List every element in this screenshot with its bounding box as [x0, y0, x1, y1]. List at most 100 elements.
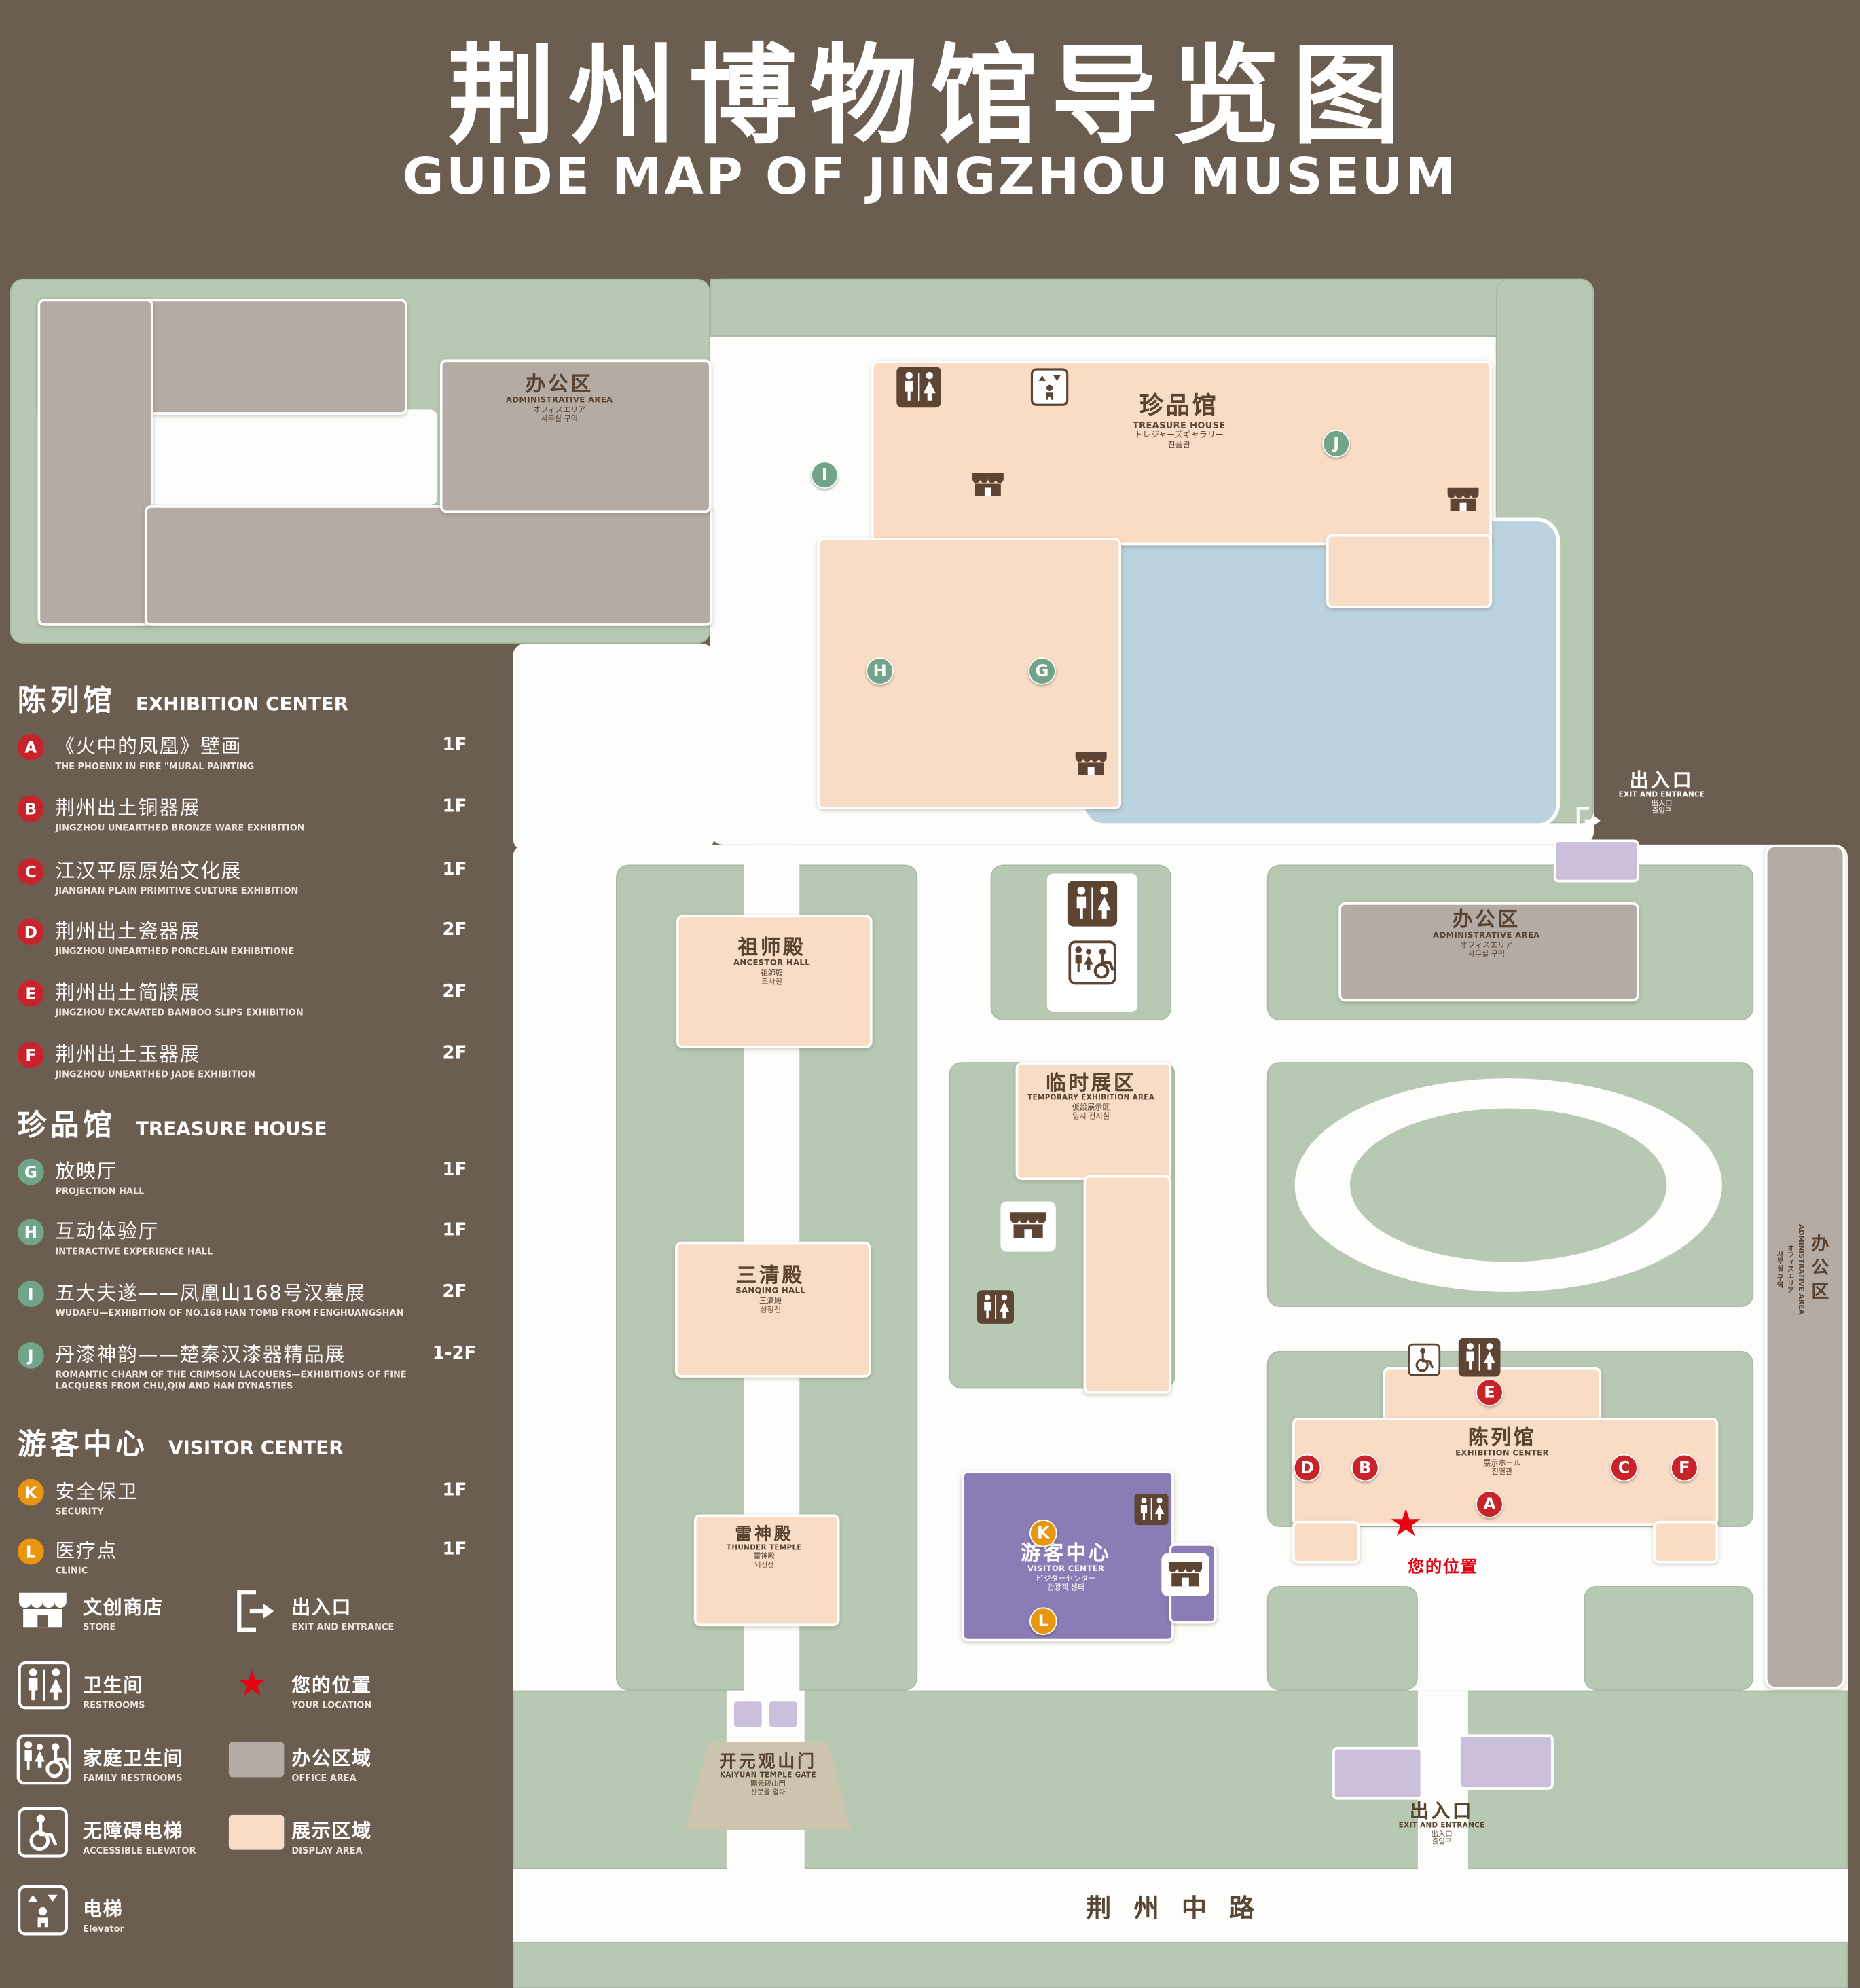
map-marker-C: C — [1610, 1454, 1638, 1482]
legend-item-D-floor: 2F — [442, 919, 467, 940]
admin-nw-building-d — [439, 359, 712, 513]
map-marker-J: J — [1322, 430, 1350, 458]
legend-family-restrooms: 家庭卫生间 FAMILY RESTROOMS — [83, 1744, 183, 1784]
legend-item-A-zh: 《火中的凤凰》壁画 — [55, 735, 242, 758]
legend-display-area-en: DISPLAY AREA — [291, 1846, 363, 1856]
legend-item-K-floor: 1F — [442, 1480, 467, 1501]
accessible-elevator-icon — [17, 1807, 68, 1858]
legend-item-I-floor: 2F — [442, 1282, 467, 1302]
exit-northeast-label-ko: 출입구 — [1652, 808, 1672, 817]
treasure-house-label-en: TREASURE HOUSE — [1132, 420, 1226, 431]
lawn-south-patch-left — [1266, 1585, 1418, 1691]
legend-exit: 出入口 EXIT AND ENTRANCE — [291, 1594, 394, 1633]
family-restroom-icon — [1068, 940, 1116, 985]
legend-item-H-en: INTERACTIVE EXPERIENCE HALL — [55, 1247, 213, 1257]
badge-F: F — [17, 1042, 44, 1069]
exit-northeast-label-en: EXIT AND ENTRANCE — [1618, 792, 1705, 800]
legend-item-A-en: THE PHOENIX IN FIRE "MURAL PAINTING — [55, 761, 255, 772]
exhibition-center-building-wing-left — [1292, 1520, 1360, 1564]
office-area-swatch — [228, 1742, 285, 1778]
map-marker-L: L — [1029, 1607, 1057, 1636]
ancestor-hall-label-zh: 祖师殿 — [737, 935, 806, 959]
gate-label: 开元观山门 KAIYUAN TEMPLE GATE 開元観山門 산문을 열다 — [687, 1752, 848, 1797]
road-label: 荆州中路 — [1086, 1892, 1277, 1923]
legend-item-F-en: JINGZHOU UNEARTHED JADE EXHIBITION — [55, 1069, 255, 1080]
store-icon — [972, 473, 1004, 496]
store-icon — [1010, 1212, 1046, 1238]
legend-item-E-floor: 2F — [442, 981, 467, 1002]
sanqing-hall-label-zh: 三清殿 — [736, 1263, 805, 1287]
exit-south-label-en: EXIT AND ENTRANCE — [1398, 1822, 1485, 1830]
thunder-temple-label-en: THUNDER TEMPLE — [726, 1545, 802, 1553]
admin-strip-label-ko: 사무실 구역 — [1775, 1250, 1783, 1289]
legend-family-restrooms-en: FAMILY RESTROOMS — [83, 1773, 183, 1784]
legend-item-J-floor: 1-2F — [432, 1343, 477, 1364]
legend-restrooms-zh: 卫生间 — [83, 1674, 144, 1697]
legend-accessible-elevator-en: ACCESSIBLE ELEVATOR — [83, 1846, 196, 1856]
exit-icon — [237, 1590, 274, 1632]
legend-office-area: 办公区域 OFFICE AREA — [291, 1744, 371, 1784]
exhibition-center-label: 陈列馆 EXHIBITION CENTER 展示ホール 진열관 — [1376, 1425, 1628, 1477]
exit-south-building-left — [1332, 1746, 1423, 1800]
store-icon — [1075, 752, 1107, 775]
map-marker-G: G — [1028, 657, 1056, 685]
exit-icon — [1576, 807, 1601, 834]
page-title: 荆州博物馆导览图 — [447, 33, 1413, 160]
admin-east-label-ko: 사무실 구역 — [1467, 950, 1506, 959]
temporary-exhibition-building-wing — [1083, 1175, 1172, 1394]
legend-display-area: 展示区域 DISPLAY AREA — [291, 1818, 371, 1856]
legend-item-D-zh: 荆州出土瓷器展 — [55, 919, 201, 943]
legend-store-zh: 文创商店 — [83, 1596, 164, 1619]
exit-south-label-zh: 出入口 — [1409, 1799, 1474, 1822]
admin-nw-label: 办公区 ADMINISTRATIVE AREA オフィスエリア 사무실 구역 — [427, 372, 691, 424]
section-exhibition-center-zh: 陈列馆 — [17, 684, 116, 718]
sanqing-hall-label-ko: 삼청전 — [760, 1306, 781, 1315]
visitor-center-label-ko: 관광객 센터 — [1047, 1583, 1084, 1593]
exhibition-center-label-en: EXHIBITION CENTER — [1455, 1449, 1549, 1458]
legend-item-L-zh: 医疗点 — [55, 1539, 118, 1562]
legend-office-area-en: OFFICE AREA — [291, 1773, 357, 1784]
accessible-elevator-icon — [1408, 1343, 1441, 1376]
legend-item-F-floor: 2F — [442, 1043, 467, 1063]
family-restroom-icon — [16, 1734, 71, 1785]
visitor-center-label-zh: 游客中心 — [1020, 1541, 1112, 1565]
lawn-below-road — [513, 1941, 1848, 1988]
legend-your-location-en: YOUR LOCATION — [291, 1700, 372, 1711]
legend-restrooms-en: RESTROOMS — [83, 1700, 145, 1711]
ancestor-hall-label-en: ANCESTOR HALL — [733, 959, 811, 968]
restroom-icon — [1067, 881, 1118, 927]
legend-item-E: E 荆州出土简牍展 JINGZHOU EXCAVATED BAMBOO SLIP… — [17, 978, 520, 1019]
admin-strip-label-ja: オフィスエリア — [1785, 1245, 1793, 1294]
exit-south-label-ja: 出入口 — [1431, 1830, 1453, 1839]
section-treasure-house-zh: 珍品馆 — [17, 1109, 116, 1143]
display-area-swatch — [228, 1814, 285, 1850]
exhibition-center-label-ko: 진열관 — [1491, 1467, 1513, 1477]
admin-east-label-zh: 办公区 — [1452, 907, 1520, 932]
legend-item-G: G 放映厅 PROJECTION HALL 1F — [17, 1156, 520, 1198]
gate-label-ja: 開元観山門 — [750, 1780, 786, 1788]
page-subtitle: GUIDE MAP OF JINGZHOU MUSEUM — [402, 148, 1458, 206]
restroom-icon — [896, 366, 941, 408]
map-marker-K: K — [1029, 1519, 1057, 1547]
admin-strip-label-en: ADMINISTRATIVE AREA — [1796, 1223, 1804, 1315]
thunder-temple-label-ja: 雷神殿 — [753, 1553, 775, 1561]
map-marker-H: H — [866, 657, 894, 685]
badge-D: D — [17, 919, 44, 945]
legend-item-I-en: WUDAFU—EXHIBITION OF NO.168 HAN TOMB FRO… — [55, 1308, 404, 1319]
legend-elevator: 电梯 Elevator — [83, 1895, 124, 1934]
legend-item-C: C 江汉平原原始文化展 JIANGHAN PLAIN PRIMITIVE CUL… — [17, 856, 520, 898]
section-treasure-house-en: TREASURE HOUSE — [135, 1117, 327, 1140]
map-marker-I: I — [810, 461, 839, 490]
admin-east-label: 办公区 ADMINISTRATIVE AREA オフィスエリア 사무실 구역 — [1357, 907, 1615, 959]
sanqing-hall-label-en: SANQING HALL — [735, 1287, 806, 1296]
badge-E: E — [17, 980, 44, 1007]
legend-item-J: J 丹漆神韵——楚秦汉漆器精品展 ROMANTIC CHARM OF THE C… — [17, 1340, 520, 1393]
section-treasure-house: 珍品馆 TREASURE HOUSE — [18, 1101, 327, 1143]
visitor-center-label: 游客中心 VISITOR CENTER ビジターセンター 관광객 센터 — [970, 1541, 1161, 1592]
legend-item-A: A 《火中的凤凰》壁画 THE PHOENIX IN FIRE "MURAL P… — [17, 731, 520, 773]
legend-store-en: STORE — [83, 1622, 116, 1633]
legend-item-G-en: PROJECTION HALL — [55, 1186, 145, 1197]
legend-item-C-zh: 江汉平原原始文化展 — [55, 860, 242, 883]
elevator-icon — [1030, 368, 1069, 406]
